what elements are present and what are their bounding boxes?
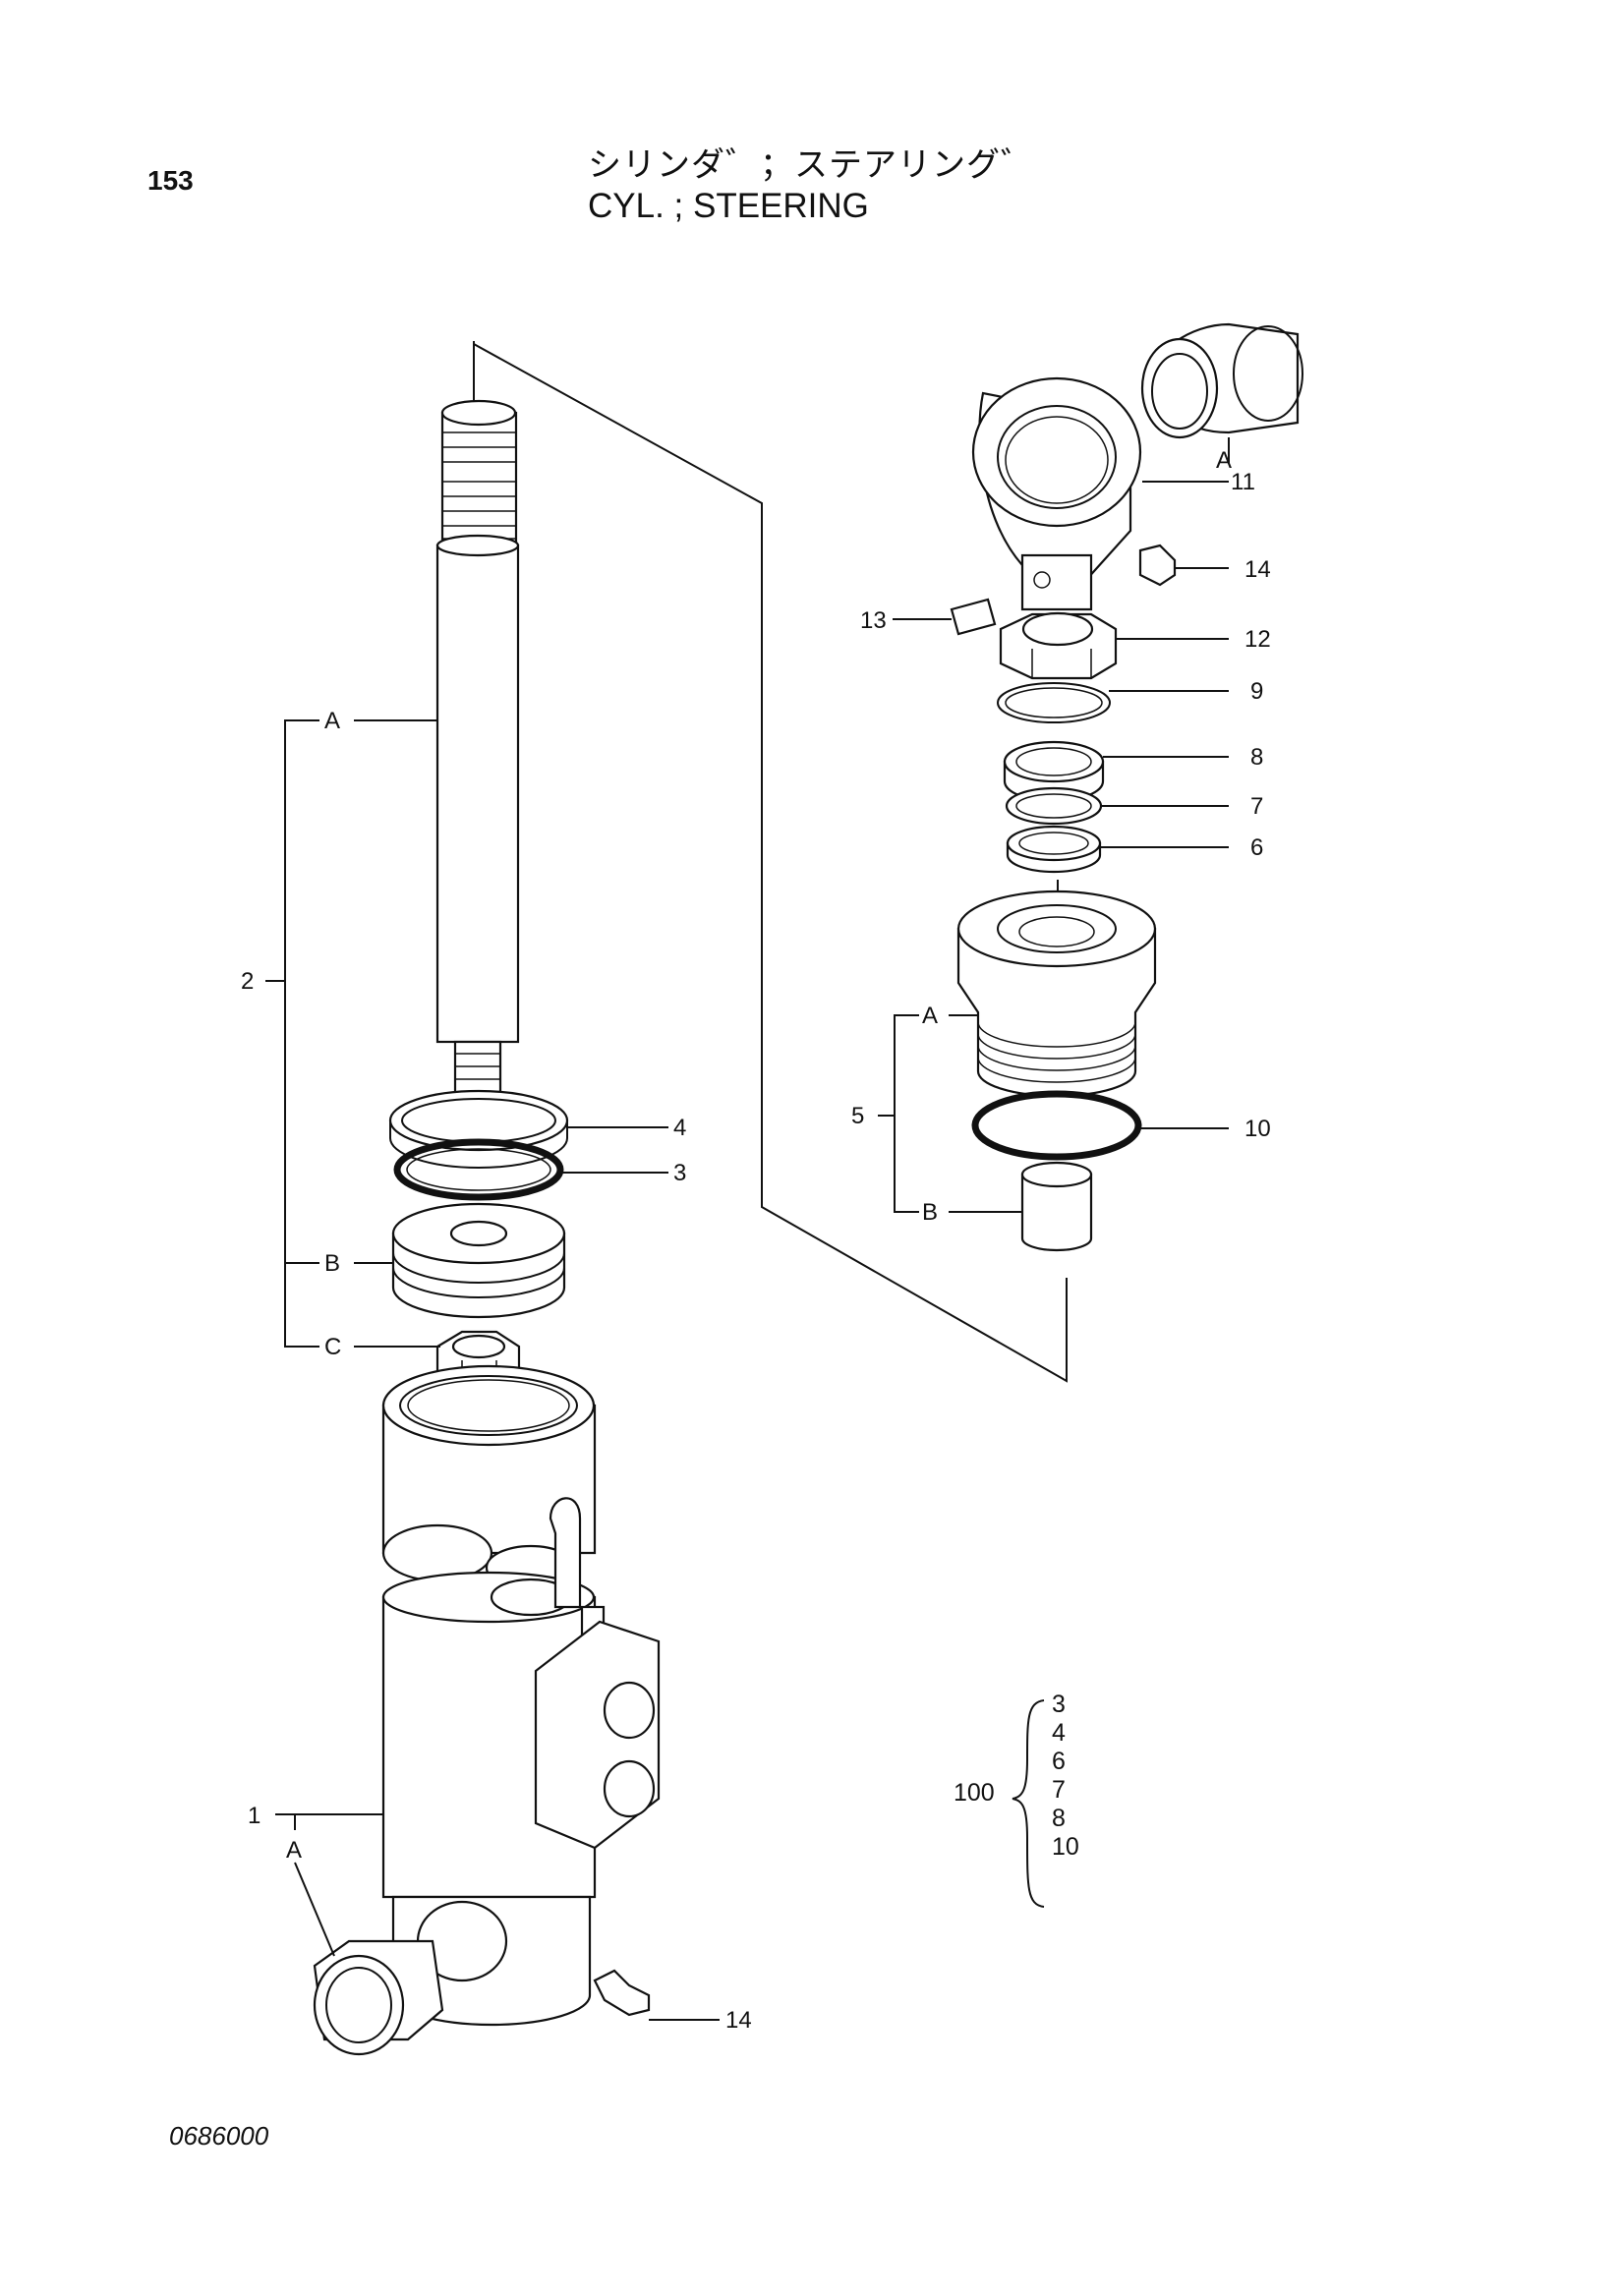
callout-labels: 11 A 14 13 12 9 8 7 6 5 A B 10 2 A B C 4…	[241, 447, 1271, 2034]
callout-6: 6	[1250, 834, 1263, 861]
callout-9: 9	[1250, 678, 1263, 705]
callout-head-A: A	[922, 1003, 938, 1029]
kit-item: 10	[1052, 1833, 1079, 1861]
callout-2: 2	[241, 968, 254, 995]
callout-10: 10	[1244, 1116, 1271, 1142]
cylinder-tube	[313, 1364, 661, 2056]
callout-7: 7	[1250, 793, 1263, 820]
callout-4: 4	[673, 1115, 686, 1141]
callout-head-B: B	[922, 1199, 938, 1226]
kit-item: 8	[1052, 1805, 1066, 1832]
callout-piston-B: B	[324, 1250, 340, 1277]
page-number: 153	[147, 165, 194, 196]
o-ring-10	[971, 1090, 1142, 1161]
callout-nut-C: C	[324, 1334, 341, 1360]
assembly-connector-line	[473, 341, 1068, 1383]
callout-tube-A: A	[286, 1837, 302, 1864]
kit-item: 4	[1052, 1719, 1066, 1747]
callout-3: 3	[673, 1160, 686, 1186]
callout-8: 8	[1250, 744, 1263, 771]
set-screw-13	[950, 598, 997, 636]
piston-rod	[435, 399, 520, 1113]
callout-11: 11	[1231, 469, 1255, 495]
cylinder-head	[956, 880, 1157, 1098]
drawing-code: 0686000	[169, 2121, 269, 2151]
kit-item: 6	[1052, 1748, 1066, 1775]
callout-14-upper: 14	[1244, 556, 1271, 583]
callout-5: 5	[851, 1103, 864, 1129]
rod-eye	[971, 322, 1303, 611]
backup-ring-4	[388, 1089, 569, 1169]
ring-6	[1006, 825, 1102, 874]
callout-1: 1	[248, 1803, 260, 1829]
callout-eye-A: A	[1216, 447, 1232, 474]
o-ring-3	[393, 1138, 564, 1201]
kit-item: 3	[1052, 1691, 1066, 1718]
kit-item: 7	[1052, 1776, 1066, 1804]
kit-items: 3 4 6 7 8 10	[1052, 1691, 1079, 1862]
callout-rod-A: A	[324, 708, 340, 734]
title-english: CYL. ; STEERING	[588, 187, 869, 225]
piston	[391, 1202, 566, 1319]
callout-14-lower: 14	[725, 2007, 752, 2034]
lock-nut-12	[999, 611, 1118, 680]
title-japanese: シリンダ゛；ステアリング゛	[588, 145, 1035, 185]
snap-ring-9	[997, 682, 1111, 723]
callout-12: 12	[1244, 626, 1271, 653]
callout-leaders	[265, 437, 1230, 2021]
head-bushing	[1020, 1161, 1093, 1252]
ring-7	[1005, 786, 1103, 826]
callout-13: 13	[860, 607, 887, 634]
kit-number: 100	[954, 1779, 995, 1807]
